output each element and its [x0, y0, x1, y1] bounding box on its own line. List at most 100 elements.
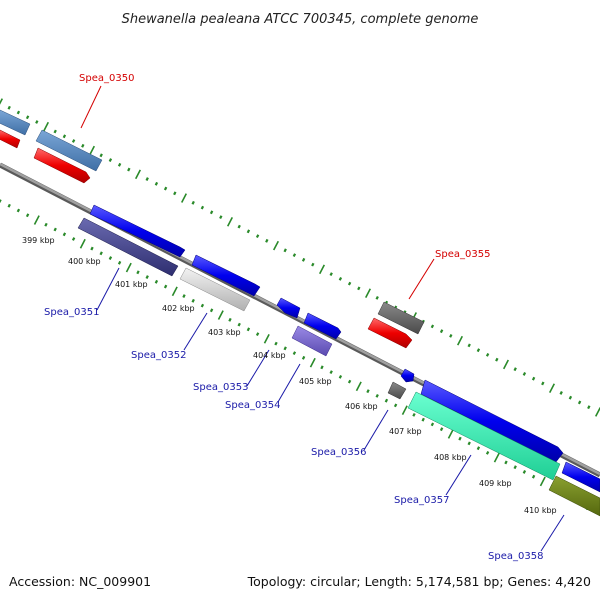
major-tick [33, 215, 40, 225]
gene-feature-purple-spea0351[interactable] [77, 217, 179, 277]
minor-tick [329, 370, 333, 374]
gene-feature-blue-spea0354a[interactable] [303, 312, 342, 340]
gene-feature-mint-spea0357[interactable] [407, 391, 561, 481]
minor-tick [255, 234, 260, 238]
leader-spea0356 [363, 409, 389, 451]
minor-tick [246, 229, 251, 234]
leader-spea0357 [445, 454, 472, 496]
minor-tick [513, 465, 517, 470]
minor-tick [347, 281, 352, 286]
minor-tick [265, 238, 269, 243]
kbp-label: 401 kbp [115, 280, 148, 289]
minor-tick [145, 177, 149, 181]
gene-feature-gray-spea0356[interactable] [387, 381, 407, 400]
major-tick [401, 405, 408, 415]
gene-feature-red-1[interactable] [0, 129, 21, 149]
kbp-label: 409 kbp [479, 479, 512, 488]
gene-labels: Spea_0350 Spea_0351 Spea_0352 Spea_0353 … [44, 73, 543, 562]
kbp-label: 405 kbp [299, 377, 332, 386]
leader-lines [80, 85, 565, 552]
gene-feature-steel-2[interactable] [35, 129, 103, 172]
minor-tick [338, 375, 343, 379]
minor-tick [136, 270, 140, 275]
minor-tick [531, 376, 536, 381]
minor-tick [504, 460, 508, 465]
kbp-label: 404 kbp [253, 351, 286, 360]
minor-tick [200, 205, 205, 210]
major-tick [539, 476, 546, 487]
minor-tick [347, 379, 352, 384]
leader-spea0354 [277, 363, 301, 403]
minor-tick [16, 208, 21, 213]
gene-label-spea0351[interactable]: Spea_0351 [44, 307, 99, 318]
minor-tick [237, 322, 241, 327]
minor-tick [200, 303, 205, 308]
leader-spea0351 [96, 267, 120, 311]
minor-tick [99, 153, 103, 158]
kbp-label: 406 kbp [345, 402, 378, 411]
minor-tick [476, 446, 481, 451]
minor-tick [219, 215, 223, 219]
gene-feature-blue-spea0353[interactable] [276, 297, 301, 319]
minor-tick [449, 334, 453, 338]
gene-feature-blue-spea0357a[interactable] [420, 379, 564, 463]
gene-feature-gray-spea0355[interactable] [377, 301, 425, 335]
major-tick [364, 288, 372, 298]
gene-feature-blue-spea0352a[interactable] [191, 254, 261, 297]
minor-tick [467, 441, 471, 446]
kbp-labels: 399 kbp 400 kbp 401 kbp 402 kbp 403 kbp … [22, 236, 557, 515]
lower-tick-track [0, 199, 600, 512]
minor-tick [191, 200, 195, 205]
minor-tick [163, 186, 168, 191]
minor-tick [439, 329, 444, 334]
gene-label-spea0357[interactable]: Spea_0357 [394, 495, 449, 506]
gene-feature-olive-spea0358[interactable] [548, 475, 600, 517]
minor-tick [531, 474, 536, 479]
minor-tick [99, 251, 103, 256]
kbp-label: 400 kbp [68, 257, 101, 266]
minor-tick [237, 224, 241, 229]
kbp-label: 407 kbp [389, 427, 422, 436]
gene-label-spea0353[interactable]: Spea_0353 [193, 382, 248, 393]
minor-tick [274, 341, 278, 346]
minor-tick [485, 451, 490, 455]
minor-tick [173, 191, 177, 196]
gene-label-spea0354[interactable]: Spea_0354 [225, 400, 280, 411]
major-tick [355, 381, 362, 392]
gene-feature-blue-spea0358a[interactable] [561, 461, 600, 493]
gene-feature-blue-spea0351a[interactable] [89, 204, 186, 258]
minor-tick [108, 256, 113, 260]
major-tick [502, 359, 510, 370]
major-tick [226, 217, 234, 227]
major-tick [456, 335, 464, 346]
minor-tick [127, 167, 131, 172]
gene-label-spea0358[interactable]: Spea_0358 [488, 551, 543, 562]
minor-tick [283, 248, 287, 253]
kbp-label: 402 kbp [162, 304, 195, 313]
gene-feature-red-spea0350[interactable] [33, 147, 91, 184]
gene-feature-red-spea0355[interactable] [367, 317, 413, 349]
gene-feature-silver-spea0352[interactable] [179, 267, 251, 312]
minor-tick [467, 343, 471, 348]
gene-label-spea0350[interactable]: Spea_0350 [79, 73, 134, 84]
major-tick [263, 334, 270, 344]
gene-label-spea0355[interactable]: Spea_0355 [435, 249, 490, 260]
gene-feature-steel-1[interactable] [0, 109, 31, 136]
minor-tick [301, 257, 306, 262]
minor-tick [439, 427, 444, 432]
minor-tick [44, 222, 48, 227]
leader-spea0358 [540, 514, 565, 552]
minor-tick [559, 391, 563, 395]
gene-feature-lavender-spea0354[interactable] [291, 325, 333, 357]
kbp-label: 399 kbp [22, 236, 55, 245]
minor-tick [7, 203, 11, 208]
gene-label-spea0352[interactable]: Spea_0352 [131, 350, 186, 361]
minor-tick [255, 332, 260, 336]
minor-tick [384, 398, 389, 403]
gene-feature-blue-spea0356a[interactable] [400, 368, 415, 383]
gene-label-spea0356[interactable]: Spea_0356 [311, 447, 366, 458]
minor-tick [163, 284, 168, 289]
major-tick [272, 240, 280, 251]
minor-tick [292, 253, 297, 257]
major-tick [88, 145, 96, 156]
